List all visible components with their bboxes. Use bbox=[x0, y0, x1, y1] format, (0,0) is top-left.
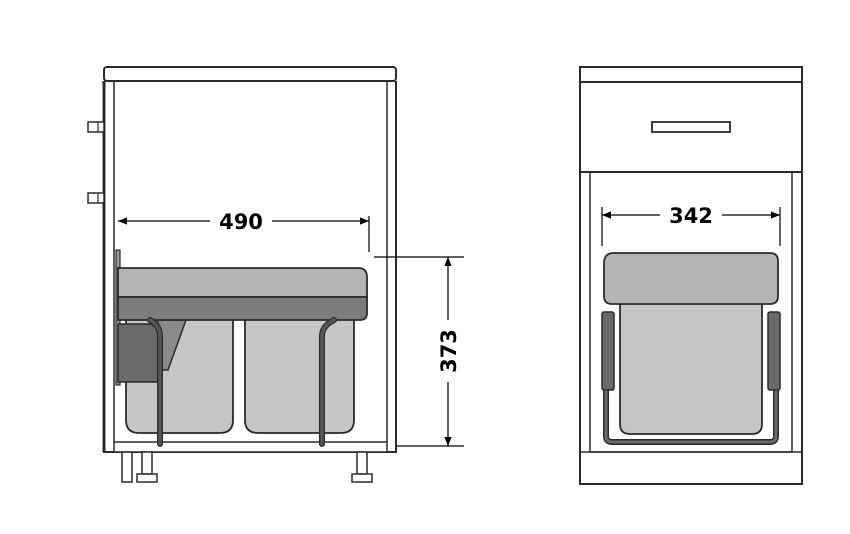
front-lid bbox=[603, 252, 779, 305]
depth-dimension-label: 490 bbox=[219, 210, 263, 234]
side-leg-front-2 bbox=[141, 451, 153, 475]
front-countertop bbox=[579, 66, 803, 83]
side-view: 490 373 bbox=[87, 66, 464, 483]
front-view: 342 bbox=[579, 66, 803, 485]
side-bottom-shelf bbox=[113, 441, 388, 453]
height-dimension-label: 373 bbox=[437, 329, 461, 373]
side-bin-rear bbox=[244, 317, 355, 434]
side-leg-front bbox=[121, 451, 133, 483]
side-lid-top bbox=[117, 267, 368, 298]
side-foot-rear bbox=[351, 473, 373, 483]
front-bin-body bbox=[619, 301, 763, 435]
side-leg-rear bbox=[356, 451, 368, 475]
side-bracket-block bbox=[117, 323, 159, 383]
side-lid-bottom bbox=[117, 296, 368, 321]
front-rail-left bbox=[601, 311, 615, 391]
side-handle-top bbox=[87, 121, 105, 133]
width-dimension-label: 342 bbox=[669, 204, 713, 228]
side-foot-front bbox=[136, 473, 158, 483]
front-drawer-handle bbox=[651, 121, 731, 133]
side-countertop bbox=[103, 66, 397, 82]
front-rail-right bbox=[767, 311, 781, 391]
side-handle-bottom bbox=[87, 192, 105, 204]
